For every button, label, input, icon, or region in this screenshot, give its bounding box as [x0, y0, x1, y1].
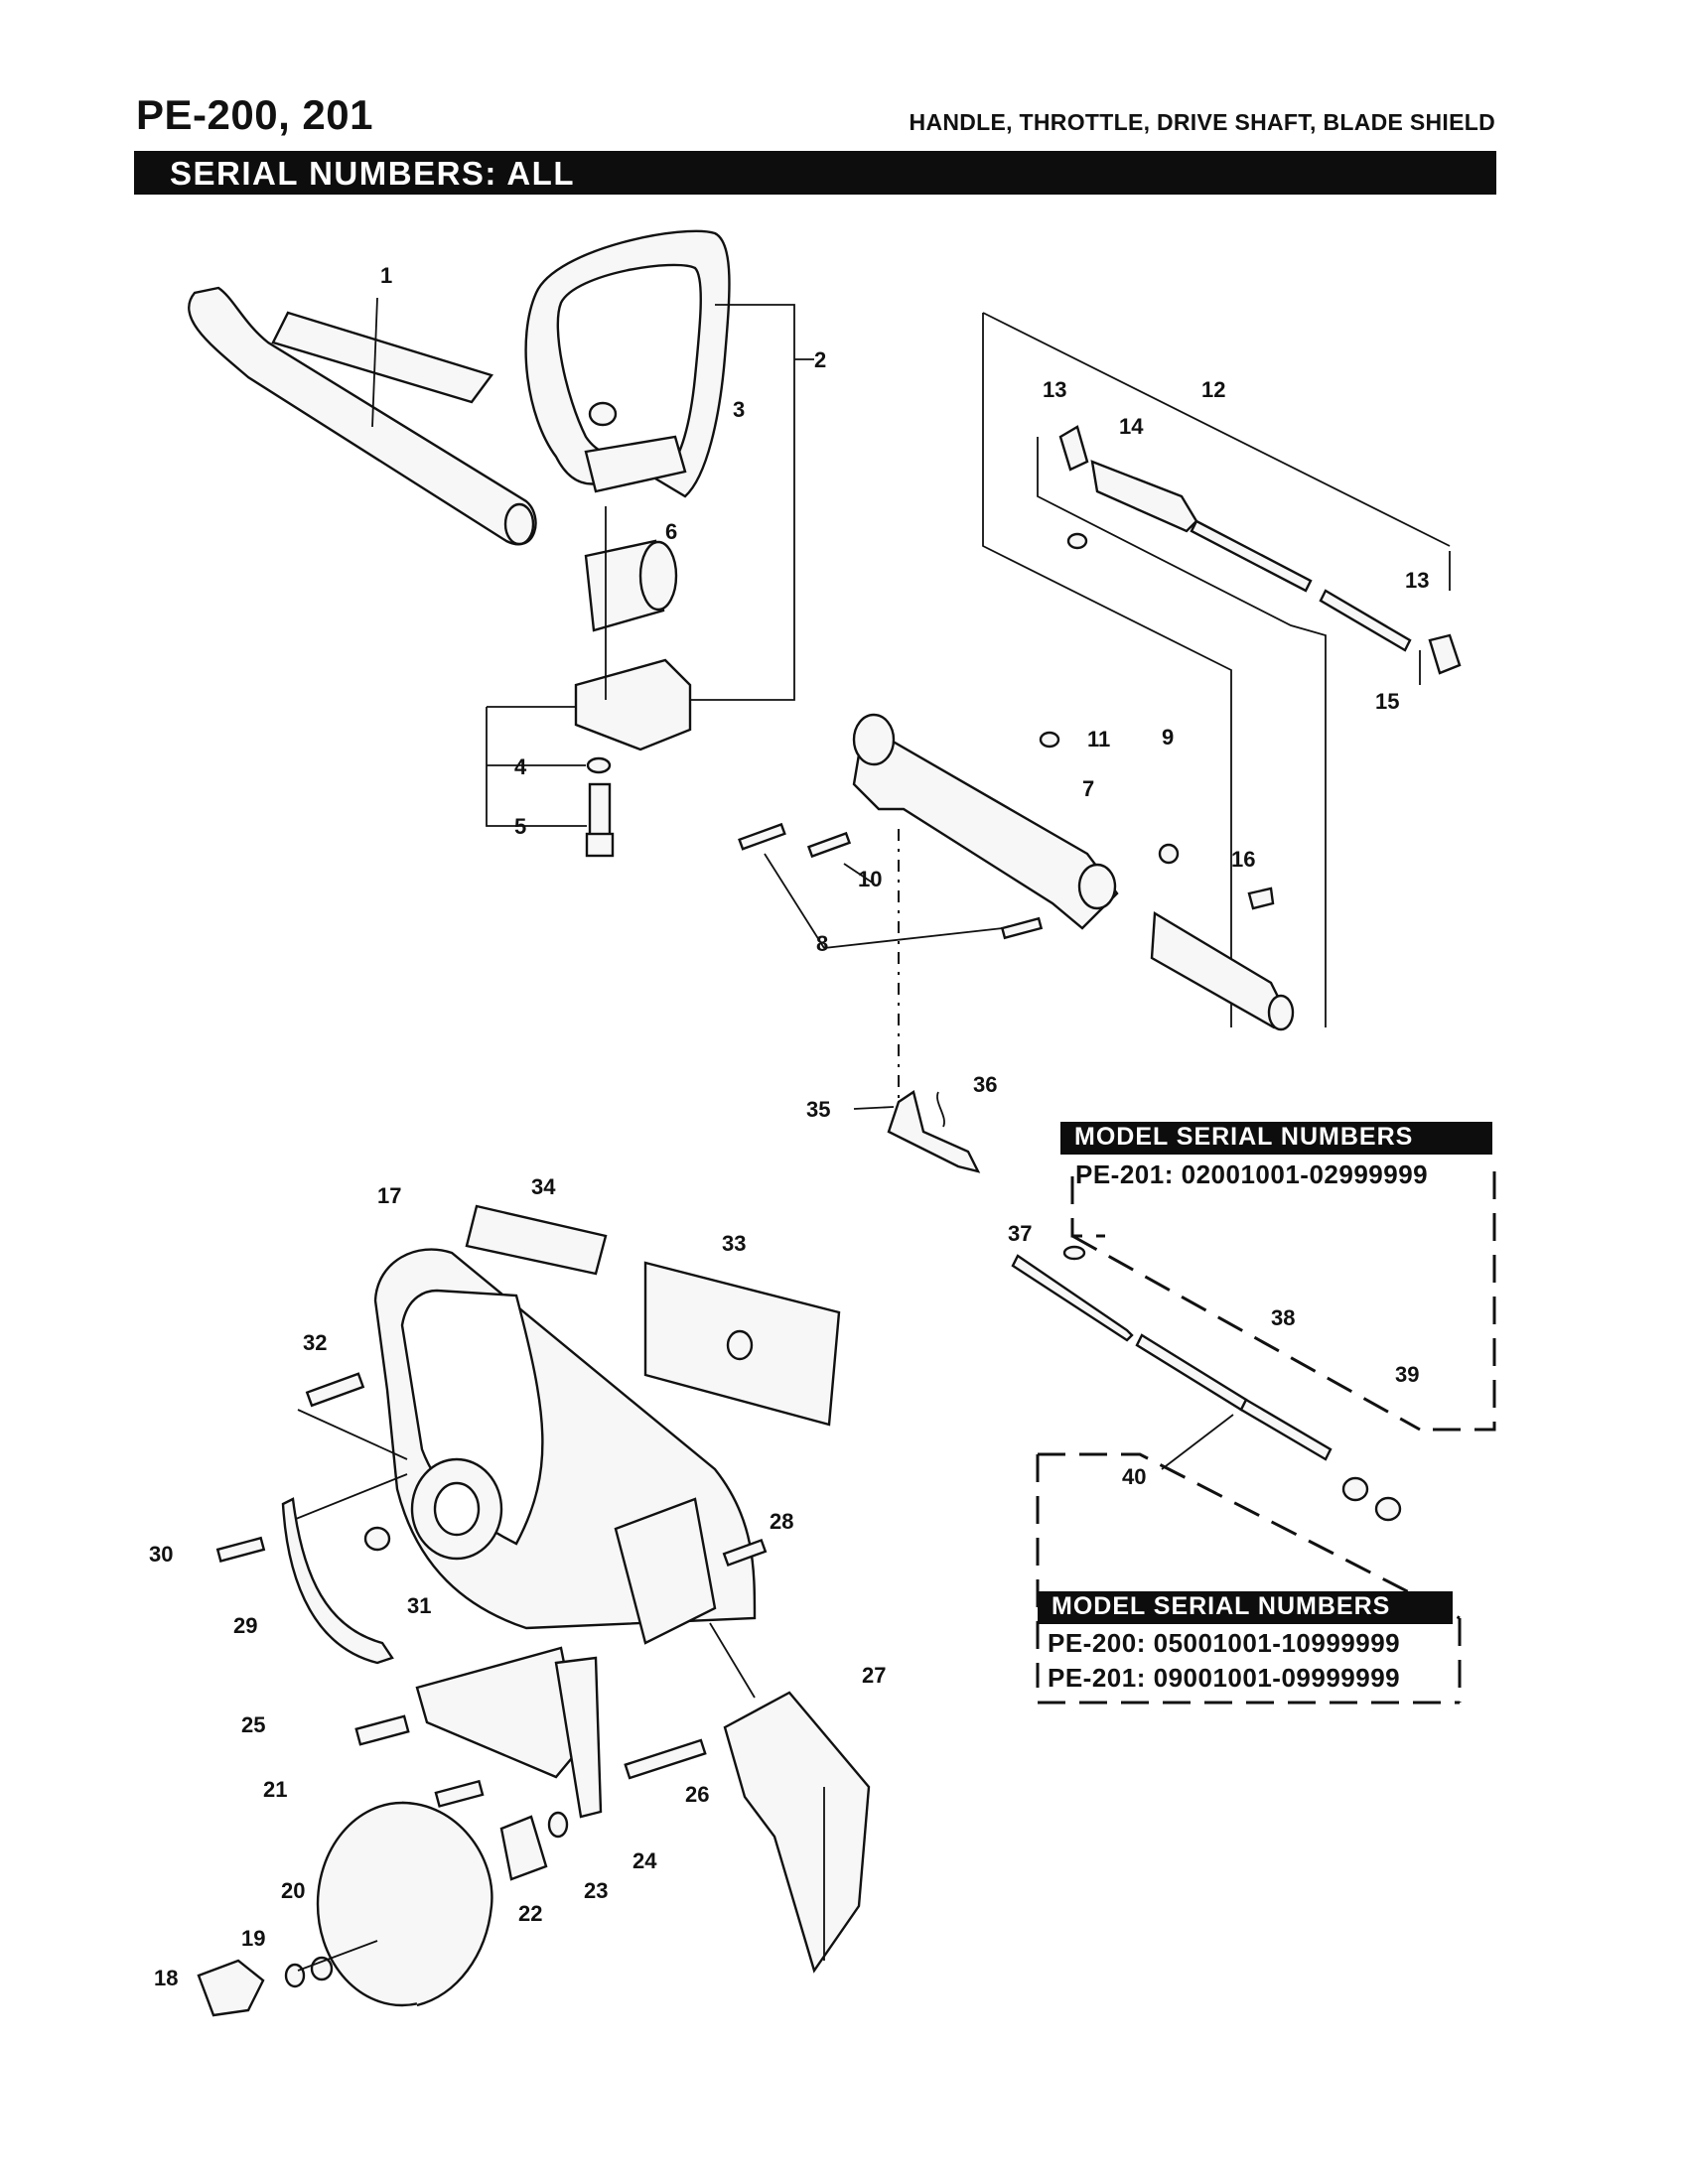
callout-13a: 13 [1043, 377, 1066, 402]
callout-4: 4 [514, 754, 527, 779]
callout-16: 16 [1231, 847, 1255, 872]
callout-9: 9 [1162, 725, 1174, 750]
callout-38: 38 [1271, 1305, 1295, 1330]
serial-box-1-line: PE-201: 02001001-02999999 [1075, 1160, 1429, 1189]
callout-12: 12 [1201, 377, 1225, 402]
callout-15: 15 [1375, 689, 1399, 714]
callout-23: 23 [584, 1878, 608, 1903]
callout-18: 18 [154, 1966, 178, 1990]
callout-31: 31 [407, 1593, 431, 1618]
throttle-housing [852, 532, 1295, 1031]
callout-3: 3 [733, 397, 745, 422]
callout-1: 1 [380, 263, 392, 288]
callout-22: 22 [518, 1901, 542, 1926]
callout-13b: 13 [1405, 568, 1429, 593]
handle-grip [188, 286, 537, 546]
callout-8: 8 [816, 931, 828, 956]
callout-14: 14 [1119, 414, 1144, 439]
drive-shaft-assembly [982, 312, 1462, 1027]
serial-banner: SERIAL NUMBERS: ALL [134, 151, 1496, 195]
callout-32: 32 [303, 1330, 327, 1355]
callout-30: 30 [149, 1542, 173, 1567]
throttle-cable [1011, 1245, 1402, 1522]
callout-35: 35 [806, 1097, 830, 1122]
callout-labels: 1 2 3 4 5 6 7 8 9 10 11 12 13 13 14 15 1… [149, 263, 1429, 1990]
callout-27: 27 [862, 1663, 886, 1688]
loop-handle [524, 229, 814, 701]
callout-26: 26 [685, 1782, 709, 1807]
callout-11: 11 [1087, 727, 1110, 751]
callout-7: 7 [1082, 776, 1094, 801]
callout-19: 19 [241, 1926, 265, 1951]
callout-24: 24 [632, 1848, 657, 1873]
callout-39: 39 [1395, 1362, 1419, 1387]
model-title: PE-200, 201 [136, 91, 374, 138]
serial-box-2-line-1: PE-200: 05001001-10999999 [1048, 1628, 1401, 1658]
callout-28: 28 [770, 1509, 793, 1534]
callout-25: 25 [241, 1712, 265, 1737]
callout-37: 37 [1008, 1221, 1032, 1246]
handle-spacer [487, 506, 692, 751]
callout-21: 21 [263, 1777, 287, 1802]
serial-box-2-line-2: PE-201: 09001001-09999999 [1048, 1663, 1401, 1693]
callout-20: 20 [281, 1878, 305, 1903]
screws-8-10 [738, 822, 1044, 949]
callout-29: 29 [233, 1613, 257, 1638]
callout-40: 40 [1122, 1464, 1146, 1489]
callout-34: 34 [531, 1174, 556, 1199]
callout-5: 5 [514, 814, 526, 839]
serial-box-1-heading: MODEL SERIAL NUMBERS [1060, 1122, 1492, 1155]
handle-bolt [486, 707, 615, 858]
callout-17: 17 [377, 1183, 401, 1208]
page-subtitle: HANDLE, THROTTLE, DRIVE SHAFT, BLADE SHI… [909, 109, 1495, 135]
callout-10: 10 [858, 867, 882, 891]
trigger [853, 1090, 981, 1173]
serial-box-2-heading: MODEL SERIAL NUMBERS [1038, 1591, 1453, 1624]
callout-2: 2 [814, 347, 826, 372]
callout-36: 36 [973, 1072, 997, 1097]
blade-shield [373, 1248, 757, 1645]
callout-6: 6 [665, 519, 677, 544]
callout-33: 33 [722, 1231, 746, 1256]
